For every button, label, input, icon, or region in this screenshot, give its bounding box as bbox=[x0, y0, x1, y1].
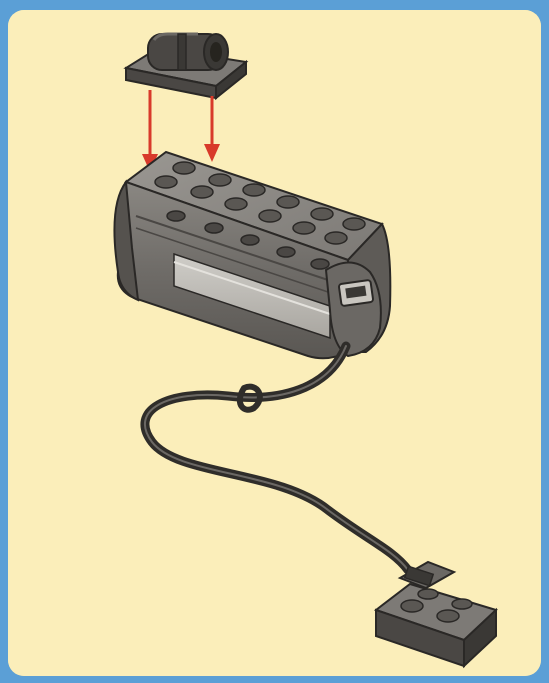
instruction-panel bbox=[8, 10, 541, 676]
assembly-diagram bbox=[8, 10, 541, 676]
